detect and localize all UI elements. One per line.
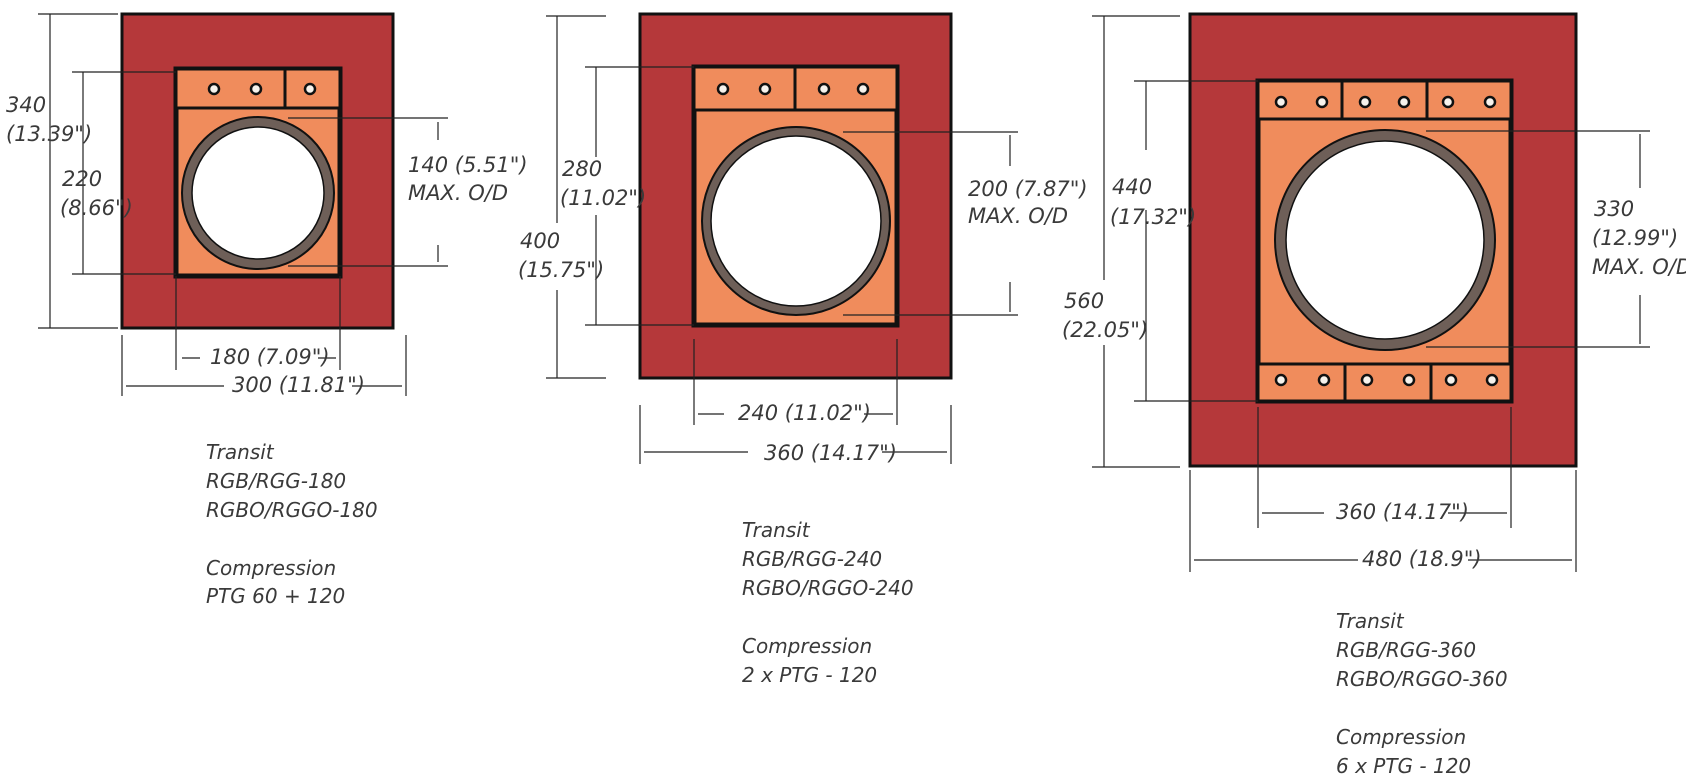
unit-180-outer-height-inch: (13.39") bbox=[6, 122, 92, 146]
unit-360-max-od: 330 bbox=[1594, 197, 1634, 221]
unit-240-dimension-lines bbox=[546, 15, 1018, 464]
unit-360-outer-height-inch: (22.05") bbox=[1062, 318, 1148, 342]
unit-360-transit-title: Transit bbox=[1336, 609, 1405, 633]
unit-360-dimension-labels: 440 (17.32") 560 (22.05") 330 (12.99") M… bbox=[1062, 175, 1686, 571]
unit-180-inner-width: 180 (7.09") bbox=[210, 345, 330, 369]
unit-180-outer-width: 300 (11.81") bbox=[232, 373, 365, 397]
unit-240-opening bbox=[710, 135, 882, 307]
unit-240-inner-width: 240 (11.02") bbox=[738, 401, 871, 425]
unit-240-max-od-label: MAX. O/D bbox=[968, 204, 1068, 228]
unit-240-inner-height-inch: (11.02") bbox=[560, 186, 646, 210]
unit-180-max-od: 140 (5.51") bbox=[408, 153, 528, 177]
unit-240-drawing: 280 (11.02") 400 (15.75") 200 (7.87") MA… bbox=[518, 12, 1088, 687]
unit-240-outer-width: 360 (14.17") bbox=[764, 441, 897, 465]
unit-360-max-od-label: MAX. O/D bbox=[1592, 255, 1686, 279]
unit-360-compression-title: Compression bbox=[1336, 725, 1466, 749]
unit-240-compression-line-1: 2 x PTG - 120 bbox=[742, 663, 877, 687]
unit-180-dimension-lines bbox=[38, 13, 448, 396]
unit-360-outer-height: 560 bbox=[1064, 289, 1104, 313]
unit-240-dimension-labels: 280 (11.02") 400 (15.75") 200 (7.87") MA… bbox=[518, 157, 1088, 465]
unit-360-drawing: 440 (17.32") 560 (22.05") 330 (12.99") M… bbox=[1062, 12, 1686, 778]
unit-180-compression-line-1: PTG 60 + 120 bbox=[206, 584, 345, 608]
unit-360-inner-height-inch: (17.32") bbox=[1110, 205, 1196, 229]
unit-240-max-od: 200 (7.87") bbox=[968, 177, 1088, 201]
unit-180-transit-line-1: RGB/RGG-180 bbox=[206, 469, 346, 493]
unit-240-transit-title: Transit bbox=[742, 518, 811, 542]
unit-240-transit-line-2: RGBO/RGGO-240 bbox=[742, 576, 914, 600]
unit-180-opening bbox=[191, 126, 325, 260]
unit-180-inner-height-inch: (8.66") bbox=[60, 196, 133, 220]
unit-360-bottom-bolt-strip bbox=[1256, 362, 1513, 403]
unit-180-transit-line-2: RGBO/RGGO-180 bbox=[206, 498, 378, 522]
unit-360-inner-width: 360 (14.17") bbox=[1336, 500, 1469, 524]
unit-360-outer-width: 480 (18.9") bbox=[1362, 547, 1482, 571]
unit-240-transit-line-1: RGB/RGG-240 bbox=[742, 547, 882, 571]
unit-240-outer-height-inch: (15.75") bbox=[518, 258, 604, 282]
unit-360-compression-line-1: 6 x PTG - 120 bbox=[1336, 754, 1471, 778]
unit-240-caption: Transit RGB/RGG-240 RGBO/RGGO-240 Compre… bbox=[742, 518, 914, 687]
unit-240-compression-title: Compression bbox=[742, 634, 872, 658]
unit-240-outer-height: 400 bbox=[520, 229, 560, 253]
unit-180-drawing: 340 (13.39") 220 (8.66") 140 (5.51") MAX… bbox=[6, 12, 528, 608]
unit-360-opening bbox=[1285, 140, 1485, 340]
unit-180-dimension-labels: 340 (13.39") 220 (8.66") 140 (5.51") MAX… bbox=[6, 93, 528, 397]
unit-240-inner-height: 280 bbox=[562, 157, 602, 181]
unit-180-compression-title: Compression bbox=[206, 556, 336, 580]
unit-360-dimension-lines bbox=[1092, 15, 1650, 572]
unit-360-max-od-inch: (12.99") bbox=[1592, 226, 1678, 250]
unit-180-top-bolt-strip bbox=[174, 67, 342, 110]
unit-180-caption: Transit RGB/RGG-180 RGBO/RGGO-180 Compre… bbox=[206, 440, 378, 608]
unit-180-transit-title: Transit bbox=[206, 440, 275, 464]
unit-360-inner-height: 440 bbox=[1112, 175, 1152, 199]
unit-360-transit-line-2: RGBO/RGGO-360 bbox=[1336, 667, 1508, 691]
unit-240-top-bolt-strip bbox=[692, 65, 899, 112]
unit-180-inner-height: 220 bbox=[62, 167, 102, 191]
unit-180-max-od-label: MAX. O/D bbox=[408, 181, 508, 205]
unit-360-top-bolt-strip bbox=[1256, 79, 1513, 121]
unit-180-outer-height: 340 bbox=[6, 93, 46, 117]
unit-360-transit-line-1: RGB/RGG-360 bbox=[1336, 638, 1476, 662]
unit-360-caption: Transit RGB/RGG-360 RGBO/RGGO-360 Compre… bbox=[1336, 609, 1508, 778]
